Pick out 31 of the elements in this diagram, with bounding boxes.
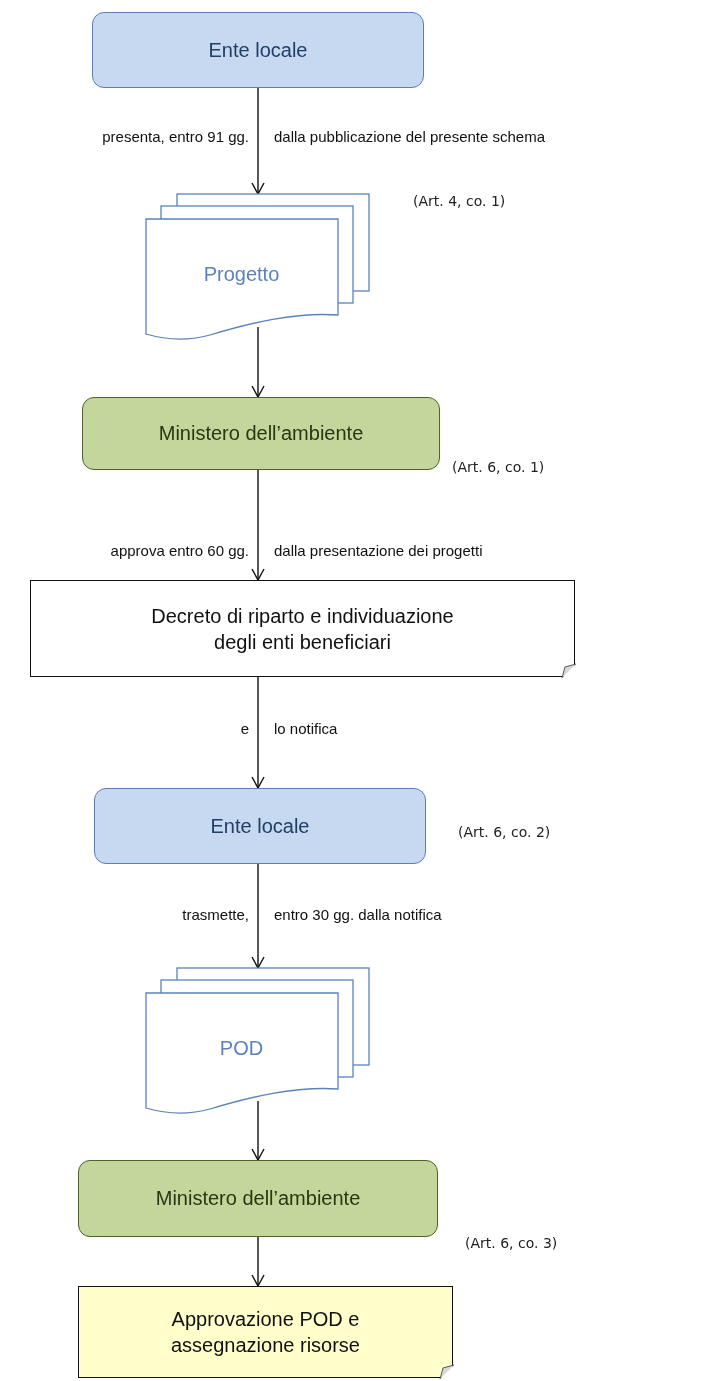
node-label: POD bbox=[218, 1037, 265, 1060]
arrow bbox=[251, 676, 265, 789]
node-label: Approvazione POD e assegnazione risorse bbox=[170, 1307, 361, 1358]
document-box bbox=[78, 1286, 453, 1378]
document-box bbox=[30, 580, 575, 677]
arrow bbox=[251, 863, 265, 969]
actor-box bbox=[92, 12, 424, 88]
node-label: Ente locale bbox=[208, 38, 308, 62]
arrow bbox=[251, 1236, 265, 1287]
node-label: Ministero dell’ambiente bbox=[155, 1187, 361, 1210]
document-stack bbox=[145, 193, 371, 343]
actor-box bbox=[94, 788, 426, 864]
article-reference: (Art. 6, co. 1) bbox=[452, 459, 545, 475]
authority-box bbox=[82, 397, 440, 470]
authority-box bbox=[78, 1160, 438, 1237]
node-label: Ministero dell’ambiente bbox=[158, 422, 364, 445]
document-stack bbox=[145, 967, 371, 1117]
annotation-text: dalla presentazione dei progetti bbox=[272, 542, 485, 559]
annotation-text: dalla pubblicazione del presente schema bbox=[272, 128, 547, 145]
annotation-text: lo notifica bbox=[272, 720, 340, 737]
node-label: Decreto di riparto e individuazione degli enti beneficiari bbox=[150, 603, 455, 655]
node-label: Progetto bbox=[202, 263, 281, 286]
arrow bbox=[251, 469, 265, 581]
arrow bbox=[251, 87, 265, 195]
annotation-text: entro 30 gg. dalla notifica bbox=[272, 906, 444, 923]
article-reference: (Art. 6, co. 2) bbox=[458, 824, 551, 840]
arrow bbox=[251, 1100, 265, 1161]
arrow bbox=[251, 326, 265, 398]
node-label: Ente locale bbox=[210, 814, 310, 838]
article-reference: (Art. 4, co. 1) bbox=[413, 193, 506, 209]
article-reference: (Art. 6, co. 3) bbox=[465, 1235, 558, 1251]
